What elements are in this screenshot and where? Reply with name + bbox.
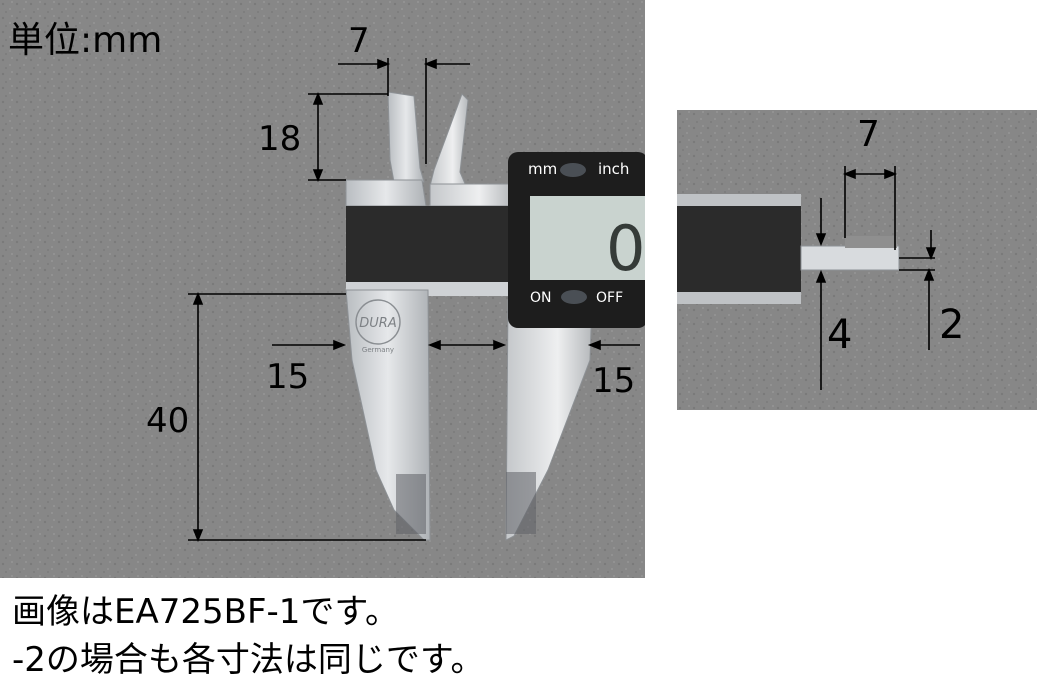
dim-tip-width-top: 7	[348, 21, 370, 61]
inch-button-label: inch	[598, 160, 629, 178]
main-caliper-photo: DURA Germany 0.5 mm inch ON OFF	[0, 0, 645, 578]
side-beam	[677, 206, 801, 292]
dim-lower-jaw-length: 40	[146, 401, 189, 441]
dim-lower-jaw-width-right: 15	[592, 361, 635, 401]
lcd-screen	[530, 196, 645, 280]
slider-top	[429, 183, 513, 207]
on-button-label: ON	[530, 290, 552, 306]
mm-button-label: mm	[528, 160, 557, 178]
brand-country: Germany	[362, 346, 394, 354]
lcd-reading: 0.5	[606, 212, 645, 285]
brand-logo-circle	[355, 299, 401, 345]
mm-inch-button[interactable]	[560, 163, 586, 177]
dimension-lines-main	[188, 58, 640, 543]
fixed-jaw-head	[345, 179, 427, 207]
side-beam-top-edge	[677, 194, 801, 206]
lower-sliding-jaw-tip	[506, 472, 536, 534]
side-beam-bottom-edge	[677, 292, 801, 304]
dim-rod-height: 4	[827, 312, 852, 358]
brand-logo: DURA	[359, 316, 396, 331]
dim-lower-jaw-width-left: 15	[266, 357, 309, 397]
dimension-lines-side	[815, 166, 937, 390]
depth-rod	[800, 245, 900, 271]
dim-upper-jaw-length: 18	[258, 119, 301, 159]
depth-rod-step	[845, 236, 897, 248]
caption-line-2: -2の場合も各寸法は同じです。	[12, 640, 485, 680]
lower-fixed-jaw-tip	[396, 474, 426, 534]
off-button-label: OFF	[596, 290, 623, 306]
on-off-button[interactable]	[561, 290, 587, 304]
dim-rod-thickness: 2	[939, 302, 964, 348]
unit-label: 単位:mm	[8, 20, 162, 61]
dim-depth-rod-width: 7	[857, 114, 880, 155]
caption-line-1: 画像はEA725BF-1です。	[12, 592, 400, 632]
upper-fixed-jaw	[387, 91, 425, 183]
caliper-beam	[346, 206, 516, 290]
depth-rod-photo: 7 4 2	[677, 110, 1037, 410]
